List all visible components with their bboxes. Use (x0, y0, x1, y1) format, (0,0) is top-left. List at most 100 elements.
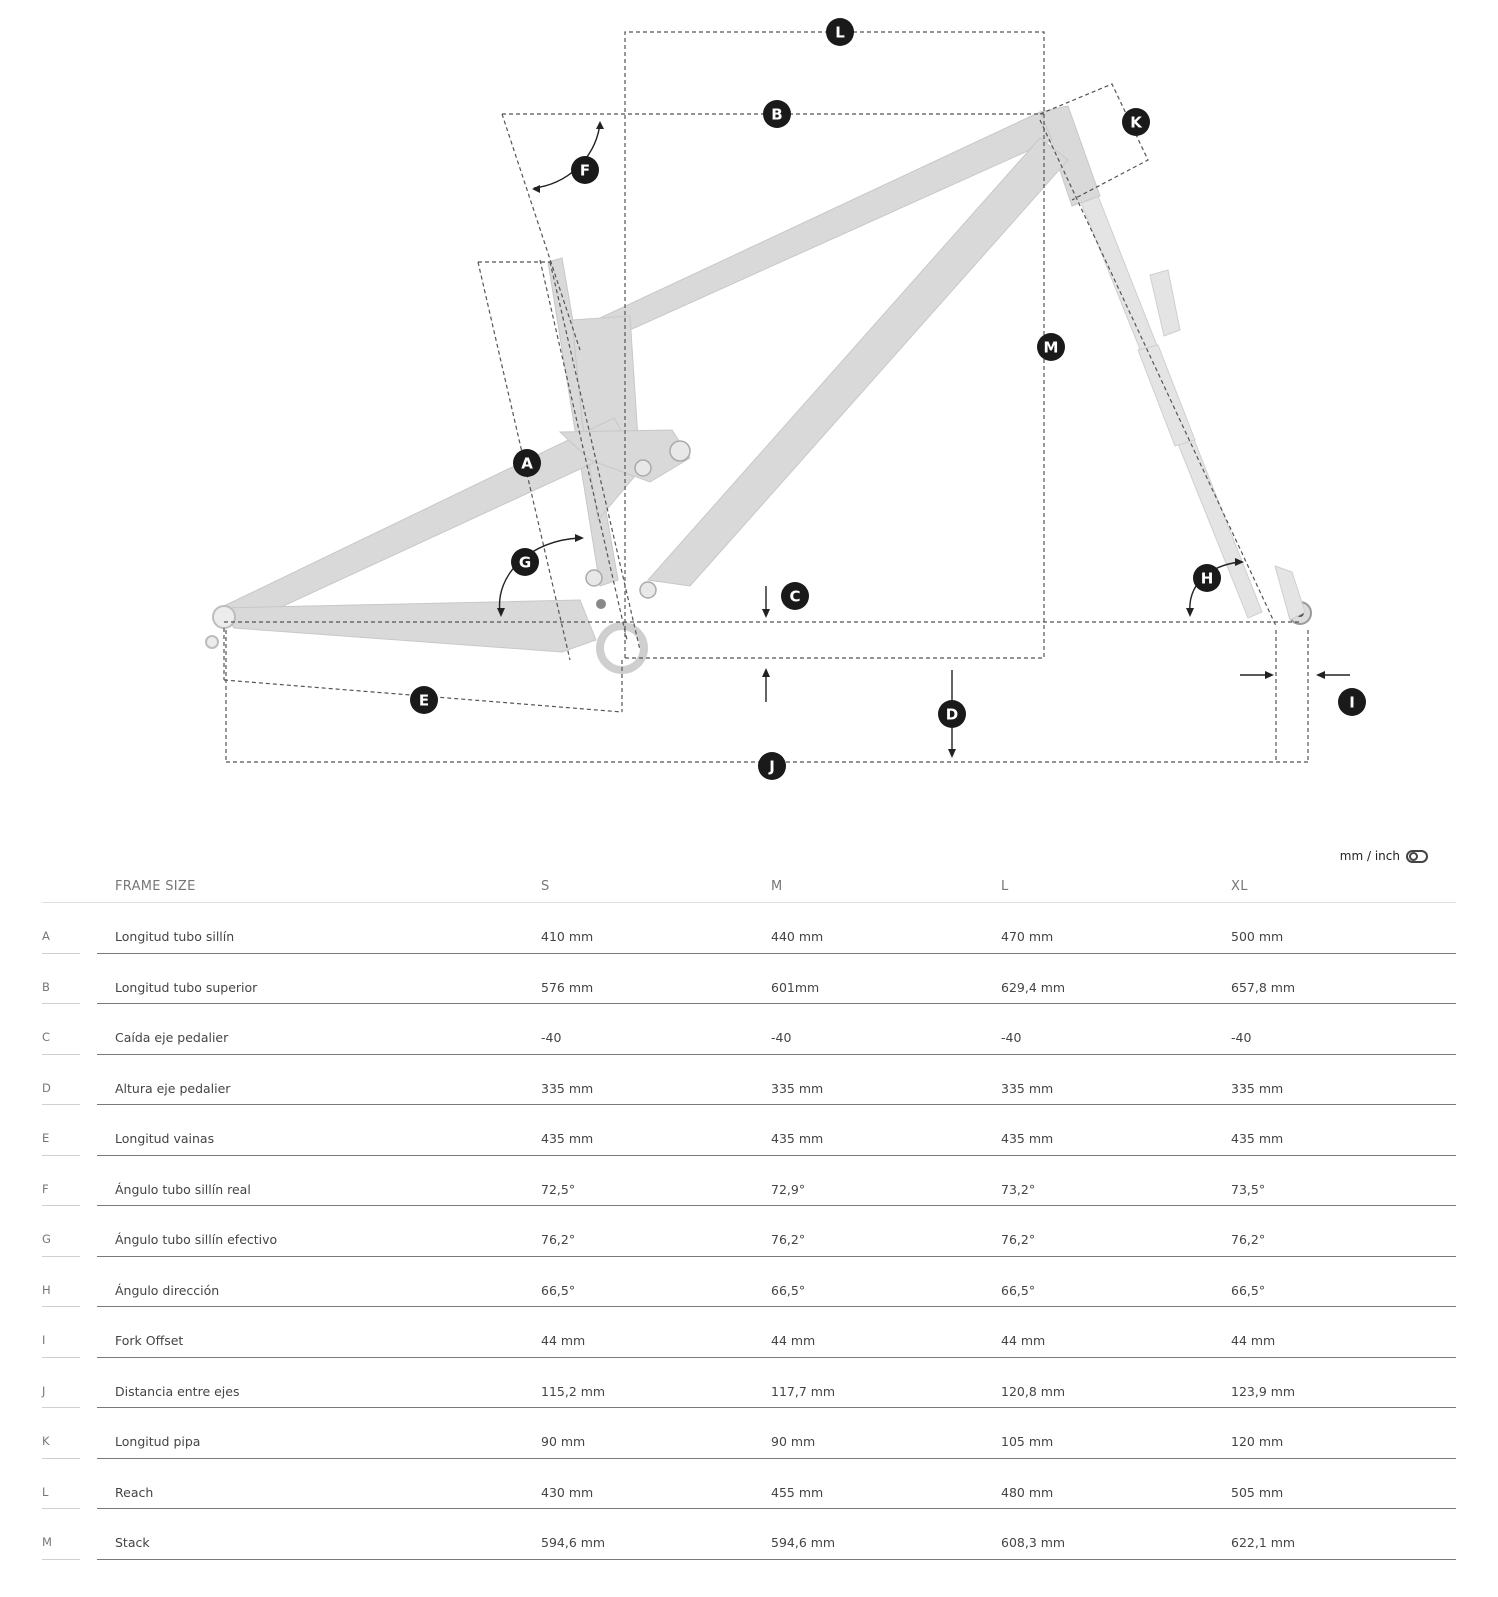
row-divider (97, 1306, 1456, 1307)
row-divider (97, 1508, 1456, 1509)
toggle-switch-icon[interactable] (1406, 849, 1428, 863)
marker-E: E (410, 686, 438, 714)
row-letter: A (42, 929, 50, 943)
value-size-m: 117,7 mm (771, 1383, 836, 1399)
row-name: Stack (115, 1535, 150, 1550)
row-divider (97, 1558, 1456, 1560)
svg-text:A: A (521, 455, 533, 473)
row-letter: I (42, 1333, 46, 1347)
row-name: Longitud pipa (115, 1434, 201, 1449)
row-name: Longitud tubo sillín (115, 929, 235, 944)
value-size-s: 430 mm (541, 1484, 594, 1500)
value-size-l: 480 mm (1001, 1484, 1054, 1500)
marker-H: H (1193, 564, 1221, 592)
value-size-m: 335 mm (771, 1080, 824, 1096)
marker-J: J (758, 752, 786, 780)
value-size-l: 105 mm (1001, 1434, 1054, 1449)
row-divider (97, 1255, 1456, 1257)
value-size-s: 435 mm (541, 1131, 594, 1146)
value-size-m: -40 (771, 1030, 792, 1045)
header-size-s: S (541, 879, 550, 894)
table-row: I Fork Offset 44 mm 44 mm 44 mm 44 mm (42, 1307, 1456, 1358)
svg-text:F: F (580, 162, 590, 180)
row-divider-short (42, 1205, 80, 1206)
row-name: Reach (115, 1484, 154, 1500)
value-size-l: 44 mm (1001, 1333, 1046, 1348)
row-divider-short (42, 1255, 80, 1257)
row-name: Ángulo dirección (115, 1282, 220, 1298)
row-divider-short (42, 1558, 80, 1560)
svg-text:I: I (1349, 694, 1355, 712)
svg-text:M: M (1044, 339, 1059, 357)
marker-M: M (1037, 333, 1065, 361)
row-name: Caída eje pedalier (115, 1030, 229, 1045)
value-size-m: 455 mm (771, 1484, 824, 1500)
value-size-m: 66,5° (771, 1282, 806, 1298)
value-size-xl: 73,5° (1231, 1181, 1266, 1197)
unit-toggle-label: mm / inch (1339, 849, 1400, 863)
row-divider-short (42, 1154, 80, 1156)
row-name: Distancia entre ejes (115, 1383, 240, 1399)
value-size-s: 115,2 mm (541, 1383, 606, 1399)
value-size-xl: 66,5° (1231, 1282, 1266, 1298)
value-size-m: 76,2° (771, 1232, 806, 1247)
value-size-xl: 622,1 mm (1231, 1535, 1296, 1550)
row-divider-short (42, 1356, 80, 1358)
svg-text:G: G (519, 554, 531, 572)
row-name: Altura eje pedalier (115, 1080, 231, 1096)
dimension-arrows (497, 121, 1350, 758)
row-name: Fork Offset (115, 1333, 184, 1348)
value-size-s: 594,6 mm (541, 1535, 606, 1550)
row-letter: E (42, 1131, 50, 1145)
value-size-l: 435 mm (1001, 1131, 1054, 1146)
value-size-s: 44 mm (541, 1333, 586, 1348)
row-divider-short (42, 1306, 80, 1307)
row-divider-short (42, 1407, 80, 1408)
value-size-s: 90 mm (541, 1434, 586, 1449)
value-size-m: 44 mm (771, 1333, 816, 1348)
value-size-xl: 44 mm (1231, 1333, 1276, 1348)
svg-text:L: L (835, 24, 845, 42)
value-size-xl: 657,8 mm (1231, 979, 1296, 995)
value-size-s: 66,5° (541, 1282, 576, 1298)
unit-toggle[interactable]: mm / inch (1340, 849, 1428, 863)
header-size-m: M (771, 879, 783, 894)
value-size-xl: 335 mm (1231, 1080, 1284, 1096)
svg-text:B: B (771, 106, 782, 124)
value-size-s: 576 mm (541, 979, 594, 995)
table-header-row: FRAME SIZE S M L XL (42, 866, 1456, 903)
row-divider-short (42, 1508, 80, 1509)
marker-G: G (511, 548, 539, 576)
svg-text:K: K (1130, 114, 1143, 132)
value-size-xl: -40 (1231, 1030, 1252, 1045)
marker-F: F (571, 156, 599, 184)
frame-geometry-diagram: L B K F M A G H C E D I J (205, 18, 1366, 780)
row-name: Ángulo tubo sillín real (115, 1181, 251, 1197)
value-size-xl: 505 mm (1231, 1484, 1284, 1500)
value-size-l: 120,8 mm (1001, 1383, 1066, 1399)
value-size-m: 435 mm (771, 1131, 824, 1146)
marker-A: A (513, 449, 541, 477)
bike-frame (205, 105, 1312, 674)
value-size-l: -40 (1001, 1030, 1022, 1045)
row-divider-short (42, 952, 80, 954)
value-size-m: 90 mm (771, 1434, 816, 1449)
row-divider-short (42, 1104, 80, 1105)
row-letter: H (42, 1282, 51, 1297)
value-size-xl: 500 mm (1231, 929, 1284, 944)
row-letter: D (42, 1080, 51, 1095)
dimension-lines (223, 31, 1309, 763)
marker-D: D (938, 700, 966, 728)
row-divider (97, 952, 1456, 954)
marker-L: L (826, 18, 854, 46)
value-size-l: 470 mm (1001, 929, 1054, 944)
row-divider (97, 1407, 1456, 1408)
